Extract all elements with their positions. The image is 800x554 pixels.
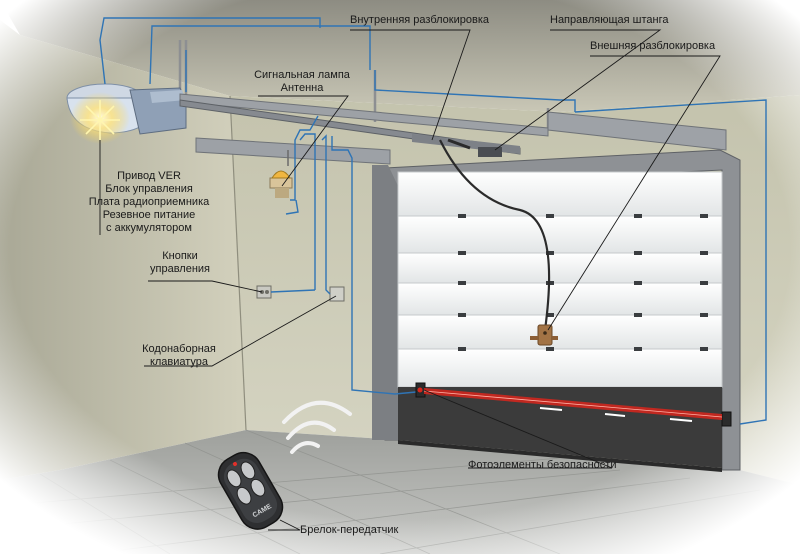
drive-label-line-3: Плата радиоприемника	[88, 196, 210, 208]
inner-release-label: Внутренняя разблокировка	[350, 14, 490, 26]
drive-label-line-2: Блок управления	[105, 183, 193, 195]
remote-label: Брелок-передатчик	[300, 524, 399, 536]
carriage	[478, 147, 502, 157]
signal-lamp	[269, 150, 293, 198]
signal-lamp-label-line: Сигнальная лампа	[254, 69, 350, 81]
keypad-box	[329, 286, 345, 302]
light-rays-icon	[80, 100, 120, 140]
photocells	[415, 382, 732, 427]
leader-lines	[99, 29, 721, 531]
keypad-label-line-1: Кодонаборная	[142, 343, 216, 355]
keypad-label-line-2: клавиатура	[149, 356, 209, 368]
wiring	[99, 17, 767, 425]
drive-label-line-5: с аккумулятором	[106, 222, 192, 234]
drive-label-line-1: Привод VER	[117, 170, 181, 182]
outer-release-label: Внешняя разблокировка	[590, 40, 716, 52]
keypad-label: Кодонаборная клавиатура	[136, 343, 222, 369]
sectional-door	[397, 171, 723, 472]
rails	[179, 93, 727, 165]
control-buttons-label: Кнопки управления	[140, 250, 220, 276]
guide-rail-label: Направляющая штанга	[550, 14, 669, 26]
control-buttons-label-line-2: управления	[150, 263, 210, 275]
photocells-label: Фотоэлементы безопасности	[468, 459, 617, 471]
radio-waves-icon	[282, 400, 352, 454]
motor-drive	[66, 83, 187, 144]
drive-label: Привод VER Блок управления Плата радиопр…	[84, 170, 214, 235]
drive-label-line-4: Резевное питание	[102, 209, 196, 221]
antenna-label-line: Антенна	[280, 82, 324, 94]
remote-control: CAME	[217, 451, 284, 530]
signal-lamp-label: Сигнальная лампа Антенна	[242, 69, 362, 95]
control-buttons-label-line-1: Кнопки	[162, 250, 198, 262]
photocell-right	[721, 411, 732, 427]
